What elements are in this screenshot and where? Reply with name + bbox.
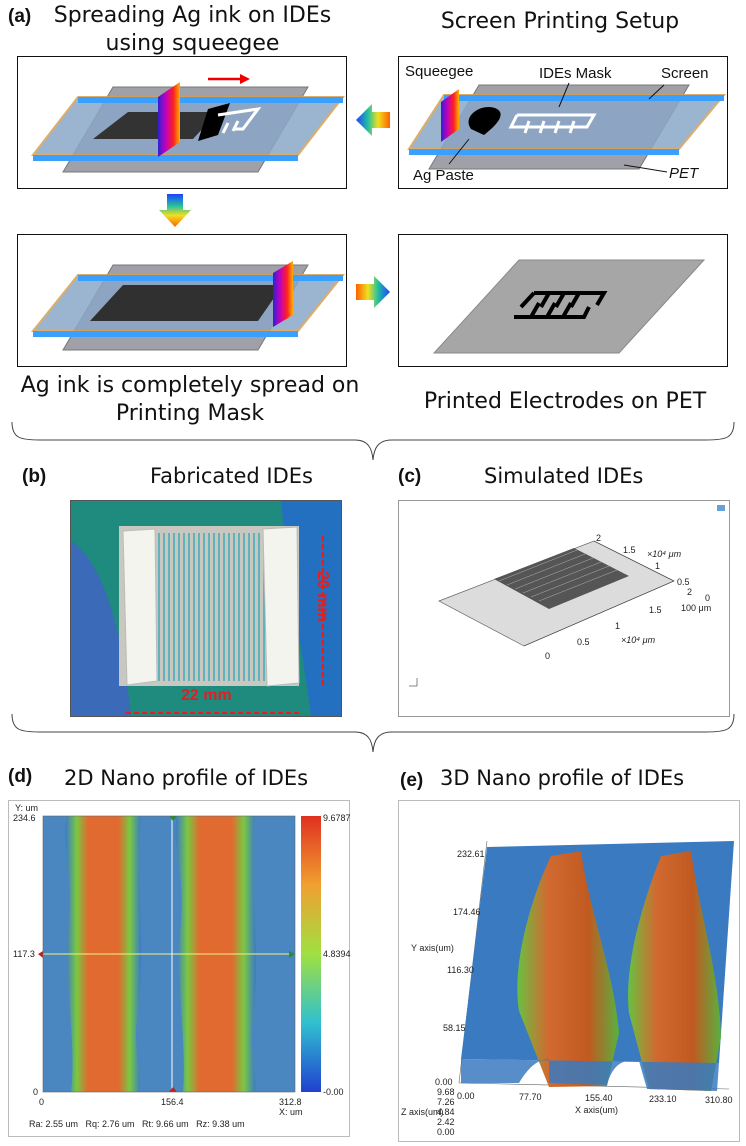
brace-bc [0,712,746,754]
e-y-axis-label: Y axis(um) [411,943,454,953]
panel-b-title: Fabricated IDEs [150,464,313,488]
e-z-tick-0: 9.68 [437,1087,455,1097]
d-x-tick-0: 0 [39,1097,44,1107]
dim-width-label: 22 mm [181,687,232,705]
e-z-axis-label: Z axis(um) [401,1107,444,1117]
e-x-tick-3: 233.10 [649,1094,677,1104]
fabricated-ides-photo: 20 mm 22 mm [70,500,342,717]
d-x-tick-2: 312.8 [279,1097,302,1107]
e-z-tick-1: 7.26 [437,1097,455,1107]
e-y-tick-2: 116.30 [447,965,474,975]
dim-height-label: 20 mm [311,571,331,651]
e-x-tick-0: 0.00 [457,1091,475,1101]
c-bottom-tick-2: 1 [615,621,620,631]
spread-complete-box [17,234,347,367]
screen-label: Screen [661,65,709,82]
c-bottom-tick-3: 1.5 [649,605,662,615]
setup-box: Squeegee IDEs Mask Screen Ag Paste PET [398,56,728,189]
panel-a-letter: (a) [8,6,31,28]
printed-electrodes-box [398,234,728,367]
d-x-axis-label: X: um [279,1107,303,1117]
panel-c-title: Simulated IDEs [484,464,643,488]
spread-complete-illustration [18,235,348,368]
c-top-unit: ×10⁴ μm [647,549,681,559]
c-bottom-tick-4: 2 [687,587,692,597]
spreading-box [17,56,347,189]
brace-a [0,420,746,462]
e-x-axis-label: X axis(um) [575,1105,618,1115]
panel-e-letter: (e) [400,770,423,792]
c-bottom-tick-0: 0 [545,651,550,661]
squeegee-label: Squeegee [405,63,473,80]
panel-b-letter: (b) [22,466,46,488]
e-y-tick-1: 174.46 [453,907,481,917]
c-top-tick-4: 0 [705,593,710,603]
arrow-left-icon [352,100,394,140]
e-y-tick-3: 58.15 [443,1023,466,1033]
c-top-tick-0: 2 [596,533,601,543]
d-y-axis-label: Y: um [15,803,38,813]
d-cbar-tick-2: -0.00 [323,1087,344,1097]
e-x-tick-1: 77.70 [519,1092,542,1102]
d-roughness-stats: Ra: 2.55 um Rq: 2.76 um Rt: 9.66 um Rz: … [29,1119,245,1129]
c-z-label: 100 μm [681,603,711,613]
c-top-tick-1: 1.5 [623,545,636,555]
arrow-right-icon [352,272,394,312]
simulated-ides-plot: 2 1.5 1 0.5 0 ×10⁴ μm 100 μm 0 0.5 1 1.5… [398,500,730,717]
c-bottom-unit: ×10⁴ μm [621,635,655,645]
e-y-tick-0: 232.61 [457,849,485,859]
c-top-tick-2: 1 [655,561,660,571]
ides-mask-label: IDEs Mask [539,65,612,82]
printed-electrodes-illustration [399,235,729,368]
panel-a-title-right: Screen Printing Setup [400,8,720,36]
e-z-tick-3: 2.42 [437,1117,455,1127]
c-bottom-tick-1: 0.5 [577,637,590,647]
e-z-tick-4: 0.00 [437,1127,455,1137]
caption-bottom-right: Printed Electrodes on PET [400,388,730,416]
arrow-down-icon [155,192,195,230]
d-cbar-tick-0: 9.6787 [323,813,351,823]
d-y-tick-1: 117.3 [13,949,35,959]
panel-d-letter: (d) [8,766,32,788]
e-x-tick-2: 155.40 [585,1093,613,1103]
pet-label: PET [669,165,698,182]
d-y-tick-0: 234.6 [13,813,36,823]
nano-3d-surface: 232.61 174.46 116.30 58.15 0.00 Y axis(u… [398,800,740,1142]
spreading-illustration [18,57,348,190]
panel-a-title-left: Spreading Ag ink on IDEs using squeegee [40,2,345,58]
d-y-tick-2: 0 [33,1087,38,1097]
d-x-tick-1: 156.4 [161,1097,184,1107]
d-cbar-tick-1: 4.8394 [323,949,351,959]
e-x-tick-4: 310.80 [705,1095,733,1105]
panel-d-title: 2D Nano profile of IDEs [64,766,308,790]
panel-e-title: 3D Nano profile of IDEs [440,766,684,790]
ag-paste-label: Ag Paste [413,167,474,184]
panel-c-letter: (c) [398,466,421,488]
nano-2d-map: Y: um 234.6 117.3 0 0 156.4 312.8 X: um … [8,800,350,1137]
c-top-tick-3: 0.5 [677,577,690,587]
e-y-tick-4: 0.00 [435,1077,453,1087]
